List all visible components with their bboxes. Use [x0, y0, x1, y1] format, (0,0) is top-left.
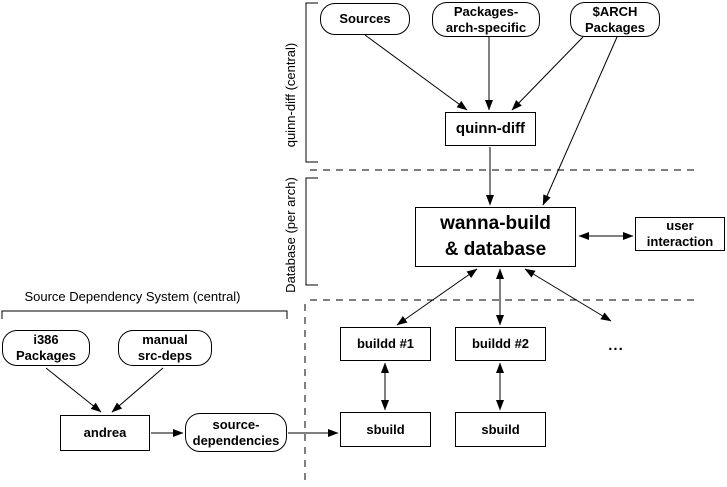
- node-more-buildds-ellipsis: ...: [608, 337, 624, 354]
- section-label-quinn-diff-central: quinn-diff (central): [283, 42, 298, 148]
- node-sbuild-2: sbuild: [455, 412, 546, 447]
- node-quinn-diff: quinn-diff: [445, 112, 536, 146]
- section-label-source-dependency-system: Source Dependency System (central): [24, 289, 241, 304]
- node-user-interaction: user interaction: [635, 217, 725, 251]
- edge-arch-packages-to-wanna-build: [542, 36, 618, 206]
- node-sources: Sources: [320, 3, 410, 35]
- node-source-dependencies: source- dependencies: [185, 413, 287, 452]
- bracket-quinn-diff-section: [305, 2, 318, 163]
- edge-sources-to-quinn-diff: [364, 34, 468, 111]
- node-andrea: andrea: [60, 415, 150, 451]
- node-buildd-1: buildd #1: [340, 327, 431, 361]
- node-i386-packages: i386 Packages: [2, 330, 90, 366]
- node-wanna-build-database: wanna-build & database: [415, 207, 576, 267]
- edge-manual-src-deps-to-andrea: [111, 367, 164, 413]
- node-manual-src-deps: manual src-deps: [118, 330, 212, 366]
- edge-i386-packages-to-andrea: [45, 367, 102, 413]
- node-packages-arch-specific: Packages- arch-specific: [432, 2, 540, 37]
- node-buildd-2: buildd #2: [455, 327, 546, 361]
- node-arch-packages: $ARCH Packages: [570, 2, 660, 37]
- bracket-source-dependency-section: [1, 310, 288, 319]
- edge-wanna-build-more-buildds: [524, 268, 612, 322]
- edge-arch-packages-to-quinn-diff: [511, 36, 584, 111]
- section-label-database-per-arch: Database (per arch): [283, 177, 298, 293]
- node-sbuild-1: sbuild: [340, 412, 431, 447]
- bracket-database-section: [305, 177, 318, 286]
- edge-wanna-build-buildd-1: [396, 268, 478, 326]
